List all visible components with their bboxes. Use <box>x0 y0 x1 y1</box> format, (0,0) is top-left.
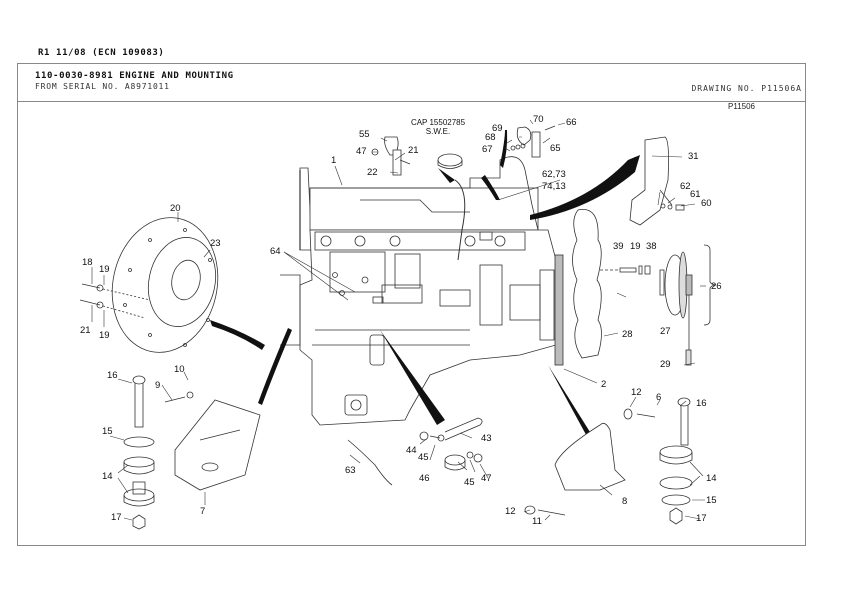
flywheel-bolts <box>79 283 151 319</box>
callout-62-73: 62,73 <box>542 169 566 180</box>
callout-61: 61 <box>690 189 701 200</box>
callout-64: 64 <box>270 246 281 257</box>
callout-12-upper: 12 <box>631 387 642 398</box>
drawing-title: 110-0030-8981 ENGINE AND MOUNTING <box>35 71 234 81</box>
callout-19-fan: 19 <box>630 241 641 252</box>
callout-16-left: 16 <box>107 370 118 381</box>
callout-2: 2 <box>601 379 607 390</box>
locator-arrows <box>210 130 640 442</box>
header-divider <box>17 101 806 102</box>
callout-26: 26 <box>711 281 722 292</box>
serial-range: FROM SERIAL NO. A8971011 <box>35 82 170 91</box>
callout-39: 39 <box>613 241 624 252</box>
callout-16-right: 16 <box>696 398 707 409</box>
callout-27: 27 <box>660 326 671 337</box>
callout-63: 63 <box>345 465 356 476</box>
callout-22: 22 <box>367 167 378 178</box>
callout-15-left: 15 <box>102 426 113 437</box>
cap-part-number: CAP 15502785 <box>410 118 466 127</box>
callout-6: 6 <box>656 392 662 403</box>
cap-note: CAP 15502785 S.W.E. <box>398 118 478 136</box>
callout-47-top: 47 <box>356 146 367 157</box>
engine-assembly <box>280 156 564 426</box>
callout-43: 43 <box>481 433 492 444</box>
callout-55: 55 <box>359 129 370 140</box>
callout-65: 65 <box>550 143 561 154</box>
callout-19-lower: 19 <box>99 330 110 341</box>
callout-45-left: 45 <box>418 452 429 463</box>
callout-31: 31 <box>688 151 699 162</box>
callout-62: 62 <box>680 181 691 192</box>
callout-17-left: 17 <box>111 512 122 523</box>
callout-1: 1 <box>331 155 337 166</box>
fan <box>572 208 602 359</box>
callout-45-right: 45 <box>464 477 475 488</box>
flywheel-housing <box>111 217 219 353</box>
callout-20: 20 <box>170 203 181 214</box>
clamp-70 <box>510 125 556 158</box>
revision-note: R1 11/08 (ECN 109083) <box>38 48 165 58</box>
callout-10: 10 <box>174 364 185 375</box>
callout-60: 60 <box>701 198 712 209</box>
callout-46: 46 <box>419 473 430 484</box>
callout-8: 8 <box>622 496 628 507</box>
callout-18: 18 <box>82 257 93 268</box>
callout-9: 9 <box>155 380 161 391</box>
callout-66: 66 <box>566 117 577 128</box>
callout-68: 68 <box>485 132 496 143</box>
drawing-number: DRAWING NO. P11506A <box>691 84 802 93</box>
callout-67: 67 <box>482 144 493 155</box>
fan-clutch <box>600 244 717 366</box>
cap-swe: S.W.E. <box>425 127 451 137</box>
callout-14-right: 14 <box>706 473 717 484</box>
filler-cap <box>437 153 463 169</box>
callout-74-13: 74,13 <box>542 181 566 192</box>
drawing-frame <box>17 63 806 546</box>
callout-15-right: 15 <box>706 495 717 506</box>
callout-17-right: 17 <box>696 513 707 524</box>
callout-38: 38 <box>646 241 657 252</box>
callout-69: 69 <box>492 123 503 134</box>
callout-19-upper: 19 <box>99 264 110 275</box>
illustration-id: P11506 <box>728 102 755 111</box>
leader-lines <box>91 119 706 521</box>
callout-14-left: 14 <box>102 471 113 482</box>
callout-21-top: 21 <box>408 145 419 156</box>
callout-29: 29 <box>660 359 671 370</box>
clamp-55 <box>371 136 411 176</box>
left-mount-parts <box>123 375 261 530</box>
ground-strap-and-clamps <box>347 417 483 486</box>
callout-7: 7 <box>200 506 206 517</box>
callout-47-lower: 47 <box>481 473 492 484</box>
callout-23: 23 <box>210 238 221 249</box>
callout-70: 70 <box>533 114 544 125</box>
callout-11: 11 <box>532 516 542 527</box>
callout-44: 44 <box>406 445 417 456</box>
callout-12-lower: 12 <box>505 506 516 517</box>
callout-21-flywheel: 21 <box>80 325 91 336</box>
right-mount-parts <box>524 397 693 525</box>
bracket-31 <box>629 136 685 226</box>
callout-28: 28 <box>622 329 633 340</box>
